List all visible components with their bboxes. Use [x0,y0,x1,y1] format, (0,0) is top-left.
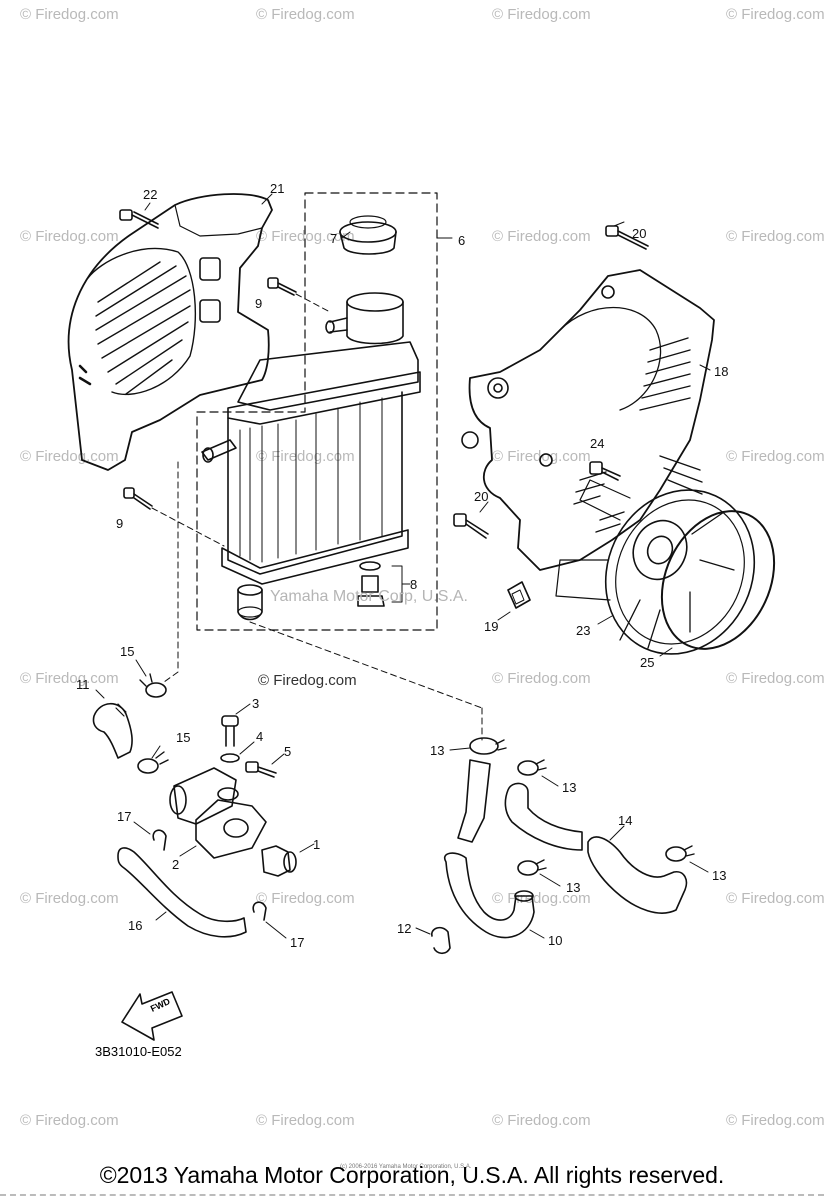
center-watermark: © Firedog.com [258,672,357,689]
bolt-24 [589,461,621,481]
cooling-fan [555,479,756,655]
callout-25: 25 [640,655,655,670]
callout-7: 7 [330,231,338,246]
callout-20-lower: 20 [474,489,489,504]
watermark: © Firedog.com [726,1112,824,1129]
radiator-body [201,292,421,621]
callout-24: 24 [590,436,605,451]
callout-9-upper: 9 [255,296,263,311]
watermark: © Firedog.com [20,6,119,23]
callout-12: 12 [397,921,412,936]
radiator-assembly-outline [196,192,438,631]
callout-1: 1 [313,837,321,852]
hose-11 [92,702,133,759]
callout-13-c: 13 [566,880,581,895]
watermark: © Firedog.com [726,670,824,687]
callout-21: 21 [270,181,285,196]
callout-15-lower: 15 [176,730,191,745]
screw-9-lower [123,487,153,510]
watermark: © Firedog.com [726,228,824,245]
callout-13-d: 13 [712,868,727,883]
callout-2: 2 [172,857,180,872]
callout-8: 8 [410,577,418,592]
hose-14 [504,782,688,914]
hose-16 [117,847,247,938]
callout-16: 16 [128,918,143,933]
callout-17-lower: 17 [290,935,305,950]
hose-upper-link [457,759,491,843]
clip-12 [431,926,451,955]
hose-10 [443,852,535,939]
watermark: © Firedog.com [256,448,355,465]
thermostat-housing-2 [169,767,267,859]
fitting-1 [261,845,297,877]
clamp-15-upper [139,673,167,698]
watermark: © Firedog.com [20,228,119,245]
callout-6: 6 [458,233,466,248]
copyright-notice: ©2013 Yamaha Motor Corporation, U.S.A. A… [99,1162,725,1188]
clamp-13-c [517,859,547,876]
fan-seal-ring [660,510,776,650]
yamaha-watermark: Yamaha Motor Corp, U.S.A. [270,588,468,605]
watermark: © Firedog.com [492,890,591,907]
watermark: © Firedog.com [726,6,824,23]
callout-11: 11 [76,677,90,692]
bolt-20-upper [605,225,649,250]
callout-19: 19 [484,619,499,634]
watermark: © Firedog.com [256,228,355,245]
callout-23: 23 [576,623,591,638]
clip-19 [507,581,531,609]
clamp-13-d [665,845,695,862]
clamp-15-lower [137,751,169,774]
watermark: © Firedog.com [492,6,591,23]
callout-10: 10 [548,933,563,948]
callout-13-b: 13 [562,780,577,795]
screw-9-upper [267,277,297,296]
clamp-17-upper [152,829,167,851]
clamp-17-lower [252,901,267,921]
bleed-screw-5 [245,761,277,778]
crankcase-cover [461,269,715,571]
callout-17-upper: 17 [117,809,132,824]
callout-13-a: 13 [430,743,445,758]
watermark: © Firedog.com [492,1112,591,1129]
watermark: © Firedog.com [20,890,119,907]
watermark: © Firedog.com [492,228,591,245]
watermark: © Firedog.com [256,6,355,23]
watermark: © Firedog.com [256,890,355,907]
washer-4 [220,753,240,763]
callout-20-upper: 20 [632,226,647,241]
clamp-13-a [469,737,507,755]
callout-22: 22 [143,187,158,202]
watermark: © Firedog.com [726,890,824,907]
screw-22 [119,209,159,229]
callout-3: 3 [252,696,260,711]
callout-4: 4 [256,729,264,744]
callout-5: 5 [284,744,292,759]
watermark: © Firedog.com [492,670,591,687]
callout-14: 14 [618,813,633,828]
radiator-cover-part [67,193,273,471]
bottom-divider [0,1194,824,1199]
callout-9-lower: 9 [116,516,124,531]
clamp-13-b [517,759,547,776]
bolt-3 [221,715,239,747]
callout-15-upper: 15 [120,644,135,659]
fwd-arrow-icon [121,991,183,1041]
bolt-20-lower [453,513,489,539]
diagram-code: 3B31010-E052 [95,1044,182,1059]
callout-18: 18 [714,364,729,379]
tiny-copyright: (c) 2006-2016 Yamaha Motor Corporation, … [340,1164,472,1170]
watermark: © Firedog.com [20,670,119,687]
watermark: © Firedog.com [20,448,119,465]
watermark: © Firedog.com [726,448,824,465]
watermark: © Firedog.com [20,1112,119,1129]
watermark: © Firedog.com [256,1112,355,1129]
radiator-cap [339,215,397,255]
drain-bolt [357,561,385,607]
